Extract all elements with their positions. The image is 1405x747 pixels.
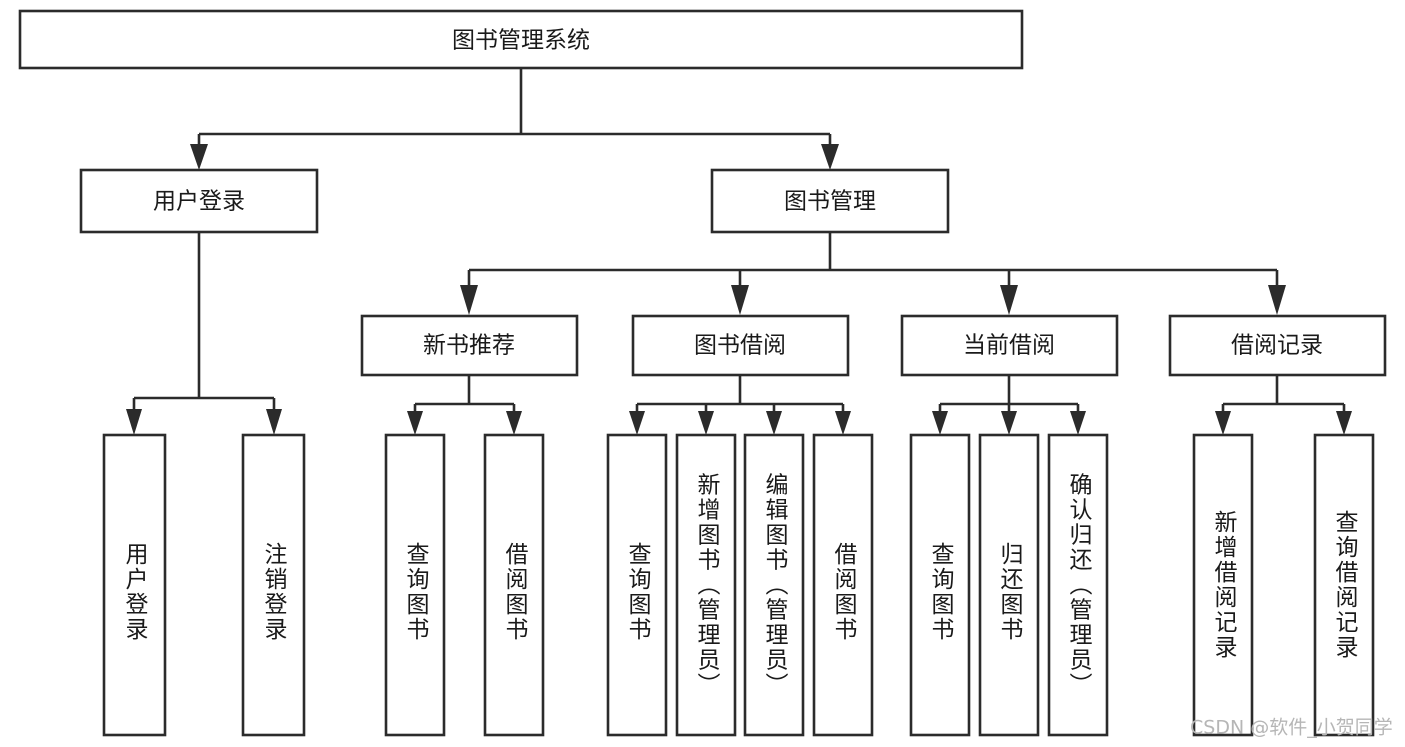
- arrow-head-current-borrow-leaf-2: [1001, 411, 1017, 435]
- watermark-label: CSDN @软件_小贺同学: [1190, 717, 1393, 739]
- leaf-new-book-query[interactable]: 查询图书: [384, 433, 446, 737]
- leaf-current-borrow-query-box[interactable]: [909, 433, 971, 737]
- arrow-head-level2-1: [190, 144, 208, 170]
- leaf-borrow-record-add-box[interactable]: [1192, 433, 1254, 737]
- arrow-head-current-borrow-leaf-1: [932, 411, 948, 435]
- leaf-book-borrow-add[interactable]: 新增图书（管理员）: [675, 433, 737, 737]
- node-user-login-label: 用户登录: [153, 189, 245, 215]
- leaf-book-borrow-query-box[interactable]: [606, 433, 668, 737]
- connector-layer: [126, 68, 1352, 435]
- leaf-current-borrow-return-label: 归还图书: [996, 542, 1024, 642]
- node-book-management-box[interactable]: [710, 168, 950, 234]
- leaf-new-book-query-label: 查询图书: [402, 542, 430, 642]
- leaf-current-borrow-return-box[interactable]: [978, 433, 1040, 737]
- leaf-user-login-login-box[interactable]: [102, 433, 167, 737]
- arrow-head-user-login-leaf-2: [266, 409, 282, 435]
- leaf-new-book-borrow[interactable]: 借阅图书: [483, 433, 545, 737]
- node-root-label: 图书管理系统: [452, 28, 590, 54]
- node-root-box[interactable]: [18, 9, 1024, 70]
- node-book-borrow-label: 图书借阅: [694, 333, 786, 359]
- leaf-book-borrow-borrow-box[interactable]: [812, 433, 874, 737]
- leaf-user-login-logout[interactable]: 注销登录: [241, 433, 306, 737]
- node-book-borrow[interactable]: 图书借阅: [631, 314, 850, 377]
- arrow-head-book-borrow-leaf-3: [766, 411, 782, 435]
- node-book-management-label: 图书管理: [784, 189, 876, 215]
- arrow-head-new-book-leaf-2: [506, 411, 522, 435]
- leaf-borrow-record-query-label: 查询借阅记录: [1331, 510, 1359, 660]
- leaf-borrow-record-query[interactable]: 查询借阅记录: [1313, 433, 1375, 737]
- leaf-book-borrow-borrow-label: 借阅图书: [830, 542, 858, 642]
- node-borrow-record-label: 借阅记录: [1231, 333, 1323, 359]
- arrow-head-level3-3: [1000, 285, 1018, 315]
- node-user-login-box[interactable]: [79, 168, 319, 234]
- arrow-head-current-borrow-leaf-3: [1070, 411, 1086, 435]
- leaf-new-book-borrow-box[interactable]: [483, 433, 545, 737]
- leaf-book-borrow-borrow[interactable]: 借阅图书: [812, 433, 874, 737]
- node-new-book-recommend[interactable]: 新书推荐: [360, 314, 579, 377]
- node-user-login[interactable]: 用户登录: [79, 168, 319, 234]
- arrow-head-level3-1: [460, 285, 478, 315]
- leaf-borrow-record-query-box[interactable]: [1313, 433, 1375, 737]
- node-book-management[interactable]: 图书管理: [710, 168, 950, 234]
- arrow-head-borrow-record-leaf-1: [1215, 411, 1231, 435]
- node-new-book-recommend-label: 新书推荐: [423, 333, 515, 359]
- node-borrow-record-box[interactable]: [1168, 314, 1387, 377]
- leaf-book-borrow-add-label: 新增图书（管理员）: [693, 473, 721, 698]
- arrow-head-borrow-record-leaf-2: [1336, 411, 1352, 435]
- node-borrow-record[interactable]: 借阅记录: [1168, 314, 1387, 377]
- leaf-current-borrow-return[interactable]: 归还图书: [978, 433, 1040, 737]
- arrow-head-book-borrow-leaf-2: [698, 411, 714, 435]
- leaf-new-book-query-box[interactable]: [384, 433, 446, 737]
- arrow-head-level2-2: [821, 144, 839, 170]
- leaf-borrow-record-add-label: 新增借阅记录: [1210, 510, 1238, 660]
- leaf-current-borrow-confirm-return-label: 确认归还（管理员）: [1065, 473, 1093, 698]
- node-current-borrow-label: 当前借阅: [963, 333, 1055, 359]
- leaf-book-borrow-edit-label: 编辑图书（管理员）: [761, 473, 789, 698]
- leaf-user-login-logout-label: 注销登录: [260, 542, 288, 642]
- leaf-book-borrow-edit[interactable]: 编辑图书（管理员）: [743, 433, 805, 737]
- leaf-book-borrow-edit-box[interactable]: [743, 433, 805, 737]
- node-root[interactable]: 图书管理系统: [18, 9, 1024, 70]
- leaf-current-borrow-query[interactable]: 查询图书: [909, 433, 971, 737]
- leaf-user-login-login[interactable]: 用户登录: [102, 433, 167, 737]
- arrow-head-book-borrow-leaf-4: [835, 411, 851, 435]
- leaf-current-borrow-query-label: 查询图书: [927, 542, 955, 642]
- node-book-borrow-box[interactable]: [631, 314, 850, 377]
- arrow-head-level3-2: [731, 285, 749, 315]
- node-current-borrow[interactable]: 当前借阅: [900, 314, 1119, 377]
- leaf-book-borrow-query-label: 查询图书: [624, 542, 652, 642]
- leaf-user-login-login-label: 用户登录: [121, 542, 149, 642]
- leaf-book-borrow-query[interactable]: 查询图书: [606, 433, 668, 737]
- leaf-new-book-borrow-label: 借阅图书: [501, 542, 529, 642]
- leaf-current-borrow-confirm-return-box[interactable]: [1047, 433, 1109, 737]
- leaf-book-borrow-add-box[interactable]: [675, 433, 737, 737]
- node-current-borrow-box[interactable]: [900, 314, 1119, 377]
- node-new-book-recommend-box[interactable]: [360, 314, 579, 377]
- arrow-head-new-book-leaf-1: [407, 411, 423, 435]
- arrow-head-book-borrow-leaf-1: [629, 411, 645, 435]
- arrow-head-level3-4: [1268, 285, 1286, 315]
- arrow-head-user-login-leaf-1: [126, 409, 142, 435]
- leaf-borrow-record-add[interactable]: 新增借阅记录: [1192, 433, 1254, 737]
- leaf-user-login-logout-box[interactable]: [241, 433, 306, 737]
- leaf-current-borrow-confirm-return[interactable]: 确认归还（管理员）: [1047, 433, 1109, 737]
